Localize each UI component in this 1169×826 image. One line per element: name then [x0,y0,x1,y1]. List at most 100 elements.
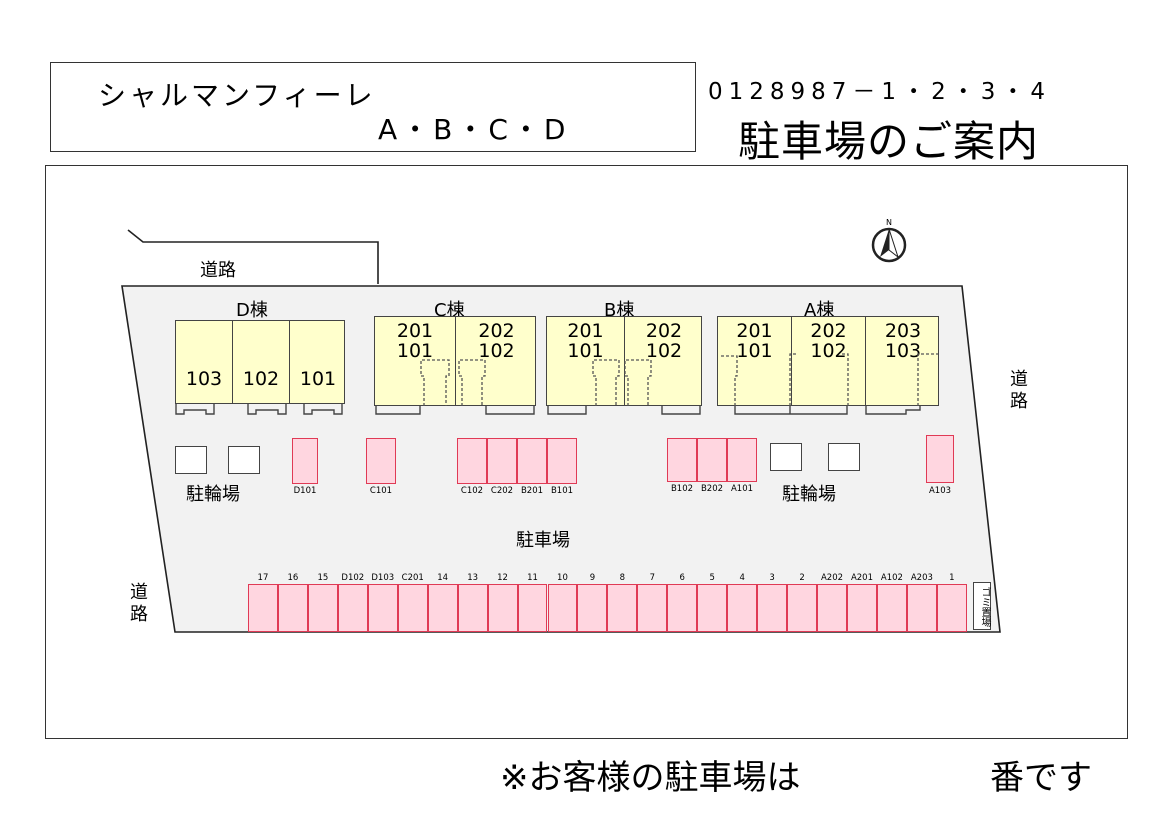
slot-label-lower: 11 [527,573,538,583]
room-c202-102: 202 102 [478,320,515,362]
compass-north-label: N [886,218,892,227]
slot-label-lower: 8 [619,573,626,583]
room-b201-101: 201 101 [567,320,604,362]
parking-slot-b101 [547,438,577,484]
parking-slot-lower [697,584,728,632]
building-d-entrances [175,404,343,415]
building-b-label: B棟 [604,300,635,321]
parking-slot-lower [757,584,788,632]
slot-label-lower: C201 [401,573,424,583]
parking-slot-lower [607,584,638,632]
parking-slot-lower [876,584,907,632]
slot-label-lower: 14 [437,573,449,583]
slot-label-lower: A203 [910,573,933,583]
parking-slot-lower [577,584,608,632]
parking-slot-lower [248,584,278,632]
parking-slot-c102 [457,438,487,484]
building-b: 201 101 202 102 [546,316,702,406]
parking-slot-lower [936,584,967,632]
parking-slot-c101 [366,438,396,484]
slot-label-lower: A102 [880,573,903,583]
slot-label-lower: 15 [317,573,329,583]
slot-label-lower: 7 [649,573,656,583]
parking-slot-c202 [487,438,517,484]
parking-area-label: 駐車場 [516,530,570,551]
room-a203-103: 203 103 [884,320,922,362]
room-d101: 101 [299,368,337,390]
slot-label-d101: D101 [293,486,317,496]
parking-slot-lower [487,584,518,632]
building-c: 201 101 202 102 [374,316,536,406]
slot-label-lower: 5 [709,573,715,583]
page-heading: 駐車場のご案内 [738,117,1040,166]
building-a-label: A棟 [804,300,835,321]
road-edge-line [127,229,379,284]
slot-label-lower: 17 [257,573,269,583]
road-left-label: 道路 [130,582,148,625]
slot-label-b202: B202 [700,484,724,494]
room-b202-102: 202 102 [645,320,683,362]
parking-slot-lower [787,584,818,632]
slot-label-lower: 10 [557,573,568,583]
property-buildings: A・B・C・D [378,113,570,146]
footer-suffix: 番です [990,758,1092,798]
parking-slot-lower [667,584,698,632]
property-code: 0128987－1・2・3・4 [708,79,1051,105]
parking-slot-lower [397,584,428,632]
north-compass-icon: N [870,218,910,264]
slot-label-lower: 3 [769,573,775,583]
parking-slot-lower [457,584,488,632]
slot-label-lower: 12 [497,573,508,583]
bike-box-1 [175,446,207,474]
parking-slot-lower [337,584,368,632]
slot-label-lower: 1 [949,573,955,583]
room-d102: 102 [242,368,280,390]
road-top-label: 道路 [200,260,236,281]
trash-area: ゴミ置場 [973,582,991,630]
parking-slot-a101 [727,438,757,482]
parking-slot-b102 [667,438,697,482]
parking-slot-lower [517,584,548,632]
room-a202-102: 202 102 [810,320,847,362]
parking-slot-lower [427,584,458,632]
parking-slot-lower [637,584,668,632]
slot-label-lower: 16 [287,573,299,583]
slot-label-lower: D102 [341,573,365,583]
slot-label-b101: B101 [550,486,574,496]
slot-label-lower: D103 [371,573,395,583]
slot-label-a103: A103 [928,486,952,496]
site-map [45,165,1128,739]
parking-slot-lower [906,584,937,632]
road-right-label: 道路 [1010,369,1028,412]
parking-slot-b202 [697,438,727,482]
title-box [50,62,696,152]
room-d103: 103 [185,368,223,390]
slot-label-lower: 6 [679,573,685,583]
building-c-label: C棟 [434,300,465,321]
building-d-label: D棟 [236,300,268,321]
slot-label-c102: C102 [460,486,484,496]
slot-label-lower: A201 [850,573,873,583]
bike-box-4 [828,443,860,471]
slot-label-lower: 4 [739,573,745,583]
slot-label-a101: A101 [730,484,754,494]
building-d: 103 102 101 [175,320,345,404]
parking-slot-lower [307,584,338,632]
slot-label-lower: 9 [589,573,596,583]
parking-slot-lower [817,584,847,632]
parking-slot-b201 [517,438,547,484]
parking-slot-lower [847,584,877,632]
bike-parking-label-right: 駐輪場 [782,484,836,505]
slot-label-b102: B102 [670,484,694,494]
bike-box-2 [228,446,260,474]
slot-label-c101: C101 [369,486,393,496]
parking-slot-lower [277,584,308,632]
bike-parking-label-left: 駐輪場 [186,484,240,505]
compass-arrow-icon [871,227,907,263]
parking-slot-a103 [926,435,954,483]
bike-box-3 [770,443,802,471]
footer-note: ※お客様の駐車場は [500,758,801,798]
parking-slot-d101 [292,438,318,484]
slot-label-lower: 2 [799,573,805,583]
